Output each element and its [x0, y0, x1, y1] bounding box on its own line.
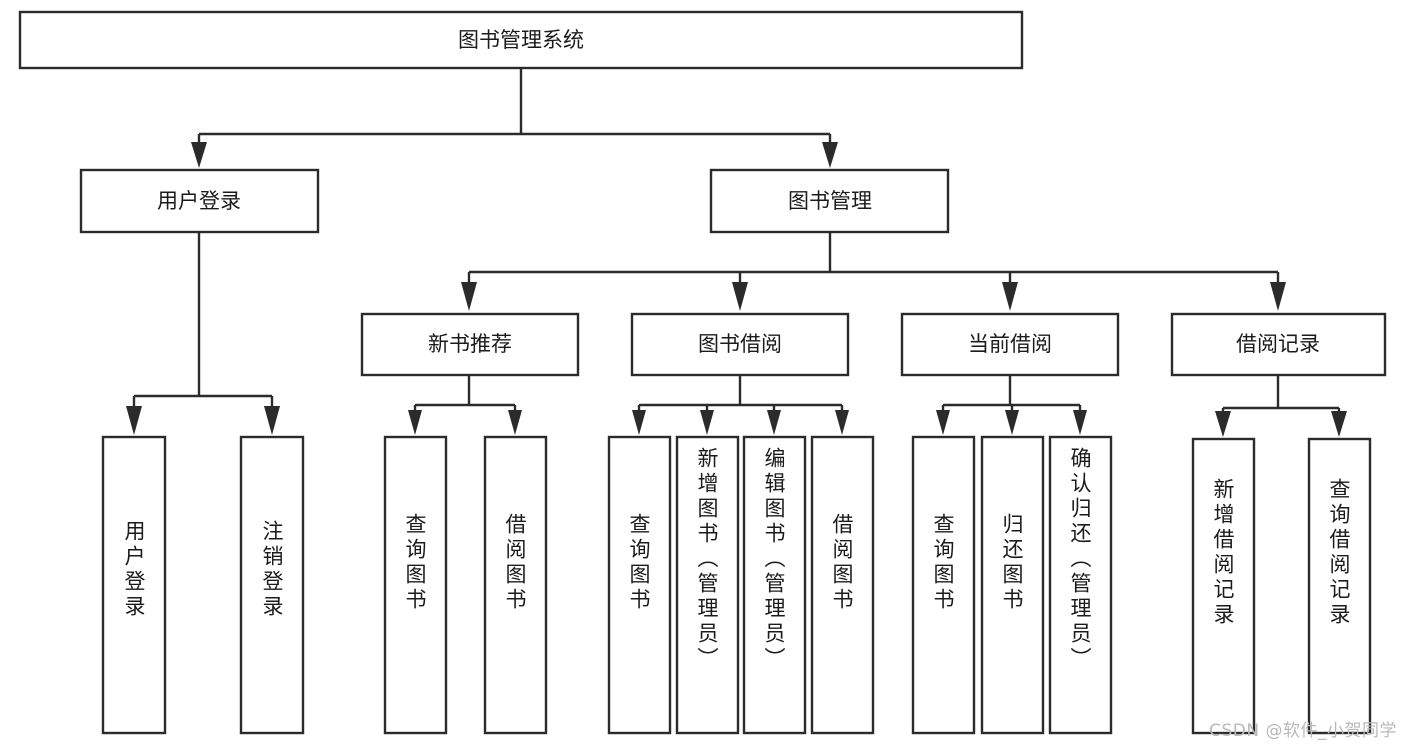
node-leaf-query-book-3-box[interactable] — [911, 435, 976, 735]
node-leaf-query-book-2-box[interactable] — [607, 435, 672, 735]
node-leaf-borrow-book-1-label: 借阅图书 — [503, 513, 527, 613]
node-leaf-edit-book-label: 编辑图书（管理员） — [762, 447, 786, 672]
node-new-book-rec[interactable]: 新书推荐 — [360, 312, 580, 377]
node-borrow-record[interactable]: 借阅记录 — [1170, 312, 1387, 377]
node-leaf-borrow-book-2-box[interactable] — [810, 435, 875, 735]
node-leaf-logout[interactable]: 注销登录 — [239, 435, 305, 735]
node-user-login[interactable]: 用户登录 — [79, 168, 320, 234]
node-leaf-edit-book[interactable]: 编辑图书（管理员） — [742, 435, 807, 735]
node-new-book-rec-box[interactable] — [360, 312, 580, 377]
node-leaf-confirm-return-box[interactable] — [1048, 435, 1113, 735]
node-leaf-query-book-1-box[interactable] — [383, 435, 448, 735]
node-current-borrow-label: 当前借阅 — [968, 332, 1052, 356]
arrow-head-leaf-borrow-book-1 — [508, 410, 522, 435]
node-leaf-query-record-box[interactable] — [1307, 437, 1372, 735]
node-leaf-confirm-return-label: 确认归还（管理员） — [1068, 447, 1092, 672]
connector-group-root — [191, 68, 838, 168]
node-borrow-record-box[interactable] — [1170, 312, 1387, 377]
arrow-head-borrow-record — [1270, 282, 1286, 311]
node-leaf-edit-book-box[interactable] — [742, 435, 807, 735]
node-leaf-return-book-box[interactable] — [980, 435, 1045, 735]
node-current-borrow[interactable]: 当前借阅 — [900, 312, 1120, 377]
connector-group-book-borrow — [632, 375, 849, 435]
node-leaf-return-book[interactable]: 归还图书 — [980, 435, 1045, 735]
node-leaf-query-book-3[interactable]: 查询图书 — [911, 435, 976, 735]
node-book-manage-label: 图书管理 — [788, 189, 872, 213]
node-borrow-record-label: 借阅记录 — [1236, 332, 1320, 356]
node-book-borrow[interactable]: 图书借阅 — [630, 312, 850, 377]
arrow-head-leaf-user-login — [126, 406, 142, 435]
node-leaf-borrow-book-1[interactable]: 借阅图书 — [483, 435, 548, 735]
arrow-head-user-login — [191, 142, 207, 168]
node-leaf-user-login-label: 用户登录 — [122, 520, 146, 620]
node-user-login-box[interactable] — [79, 168, 320, 234]
node-user-login-label: 用户登录 — [157, 189, 241, 213]
node-new-book-rec-label: 新书推荐 — [428, 332, 512, 356]
node-leaf-query-record[interactable]: 查询借阅记录 — [1307, 437, 1372, 735]
arrow-head-leaf-return-book — [1005, 410, 1019, 435]
arrow-head-leaf-add-book — [700, 410, 714, 435]
node-leaf-add-record-label: 新增借阅记录 — [1211, 478, 1235, 628]
node-leaf-query-book-1-label: 查询图书 — [403, 513, 427, 613]
arrow-head-leaf-query-book-1 — [408, 410, 422, 435]
connector-group-current-borrow — [936, 375, 1087, 435]
csdn-watermark: CSDN @软件_小贺同学 — [1209, 721, 1397, 741]
node-leaf-query-record-label: 查询借阅记录 — [1327, 478, 1351, 628]
node-leaf-borrow-book-2[interactable]: 借阅图书 — [810, 435, 875, 735]
node-book-borrow-box[interactable] — [630, 312, 850, 377]
node-leaf-query-book-1[interactable]: 查询图书 — [383, 435, 448, 735]
arrow-head-current-borrow — [1002, 282, 1018, 311]
connector-group-borrow-record — [1215, 375, 1347, 437]
node-root[interactable]: 图书管理系统 — [18, 10, 1024, 70]
node-leaf-add-record[interactable]: 新增借阅记录 — [1191, 437, 1256, 735]
node-leaf-query-book-3-label: 查询图书 — [931, 513, 955, 613]
node-leaf-add-book-label: 新增图书（管理员） — [695, 447, 719, 672]
node-leaf-query-book-2-label: 查询图书 — [627, 513, 651, 613]
node-leaf-borrow-book-1-box[interactable] — [483, 435, 548, 735]
node-root-label: 图书管理系统 — [458, 28, 584, 52]
arrow-head-leaf-confirm-return — [1073, 410, 1087, 435]
arrow-head-book-manage — [822, 142, 838, 168]
node-leaf-user-login-box[interactable] — [101, 435, 167, 735]
node-leaf-add-book[interactable]: 新增图书（管理员） — [675, 435, 740, 735]
arrow-head-leaf-query-book-2 — [632, 410, 646, 435]
connector-group-user-login — [126, 232, 280, 435]
node-leaf-return-book-label: 归还图书 — [1000, 513, 1024, 613]
node-leaf-add-book-box[interactable] — [675, 435, 740, 735]
node-leaf-logout-box[interactable] — [239, 435, 305, 735]
node-leaf-add-record-box[interactable] — [1191, 437, 1256, 735]
arrow-head-leaf-query-record — [1331, 411, 1347, 437]
arrow-head-leaf-query-book-3 — [936, 410, 950, 435]
arrow-head-book-borrow — [732, 282, 748, 311]
node-book-manage[interactable]: 图书管理 — [709, 168, 950, 234]
connector-group-book-manage — [461, 232, 1286, 311]
node-book-manage-box[interactable] — [709, 168, 950, 234]
connector-group-new-book-rec — [408, 375, 522, 435]
arrow-head-leaf-add-record — [1215, 411, 1231, 437]
node-leaf-logout-label: 注销登录 — [260, 520, 284, 620]
node-leaf-borrow-book-2-label: 借阅图书 — [830, 513, 854, 613]
node-leaf-query-book-2[interactable]: 查询图书 — [607, 435, 672, 735]
arrow-head-new-book-rec — [461, 282, 477, 311]
node-root-box[interactable] — [18, 10, 1024, 70]
node-book-borrow-label: 图书借阅 — [698, 332, 782, 356]
node-leaf-confirm-return[interactable]: 确认归还（管理员） — [1048, 435, 1113, 735]
arrow-head-leaf-logout — [264, 406, 280, 435]
node-leaf-user-login[interactable]: 用户登录 — [101, 435, 167, 735]
arrow-head-leaf-borrow-book-2 — [835, 410, 849, 435]
arrow-head-leaf-edit-book — [767, 410, 781, 435]
node-current-borrow-box[interactable] — [900, 312, 1120, 377]
